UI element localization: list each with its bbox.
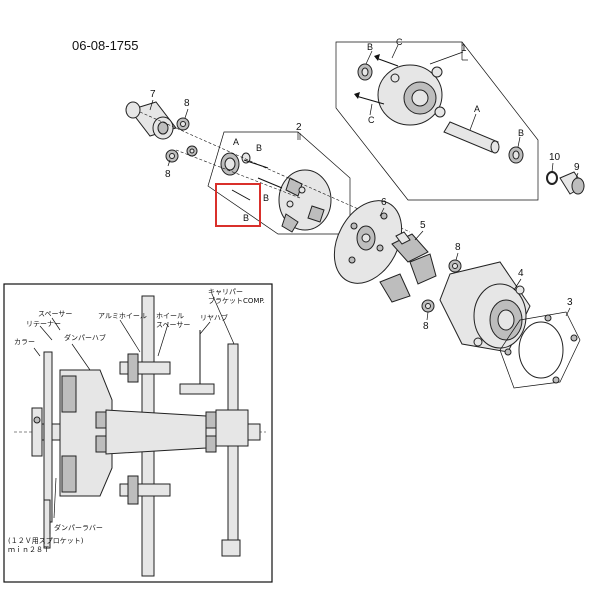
part-8-nut-right-upper xyxy=(448,259,462,273)
part-number-8b: 8 xyxy=(165,169,171,180)
part-number-1: 1 xyxy=(461,43,467,54)
part-number-leaders xyxy=(149,99,579,321)
doc-number: 06-08-1755 xyxy=(72,38,139,53)
callout-c: C xyxy=(396,37,403,47)
part-2-damper-hub xyxy=(207,131,351,235)
part-3-gasket xyxy=(499,311,581,389)
part-1-hub-assembly xyxy=(335,41,539,201)
label-wheel-spacer-line1: ホイール xyxy=(156,312,184,320)
callout-b: B xyxy=(518,128,524,138)
part-8-nut-lower xyxy=(165,149,179,163)
label-damper-rubber: ダンパーラバー xyxy=(54,523,103,532)
label-collar: カラー xyxy=(14,338,35,346)
inset-cross-section xyxy=(3,283,273,583)
part-10-circlip xyxy=(546,171,558,185)
label-aluminum-wheel: アルミホイール xyxy=(98,312,147,320)
callout-letters: B C A B C A B B B xyxy=(233,37,524,223)
part-number-labels: 1 2 3 4 5 6 7 8 8 8 8 9 10 xyxy=(150,43,580,332)
inset-labels: スペーサー リテーナー アルミホイール ホイール スペーサー ダンパーハブ リヤ… xyxy=(8,288,265,554)
part-number-4: 4 xyxy=(518,268,524,279)
label-damper-hub: ダンパーハブ xyxy=(64,333,106,342)
callout-b: B xyxy=(256,143,262,153)
part-number-8a: 8 xyxy=(184,98,190,109)
callout-a: A xyxy=(233,137,239,147)
callout-a: A xyxy=(474,104,480,114)
part-8-nut-upper xyxy=(176,117,190,131)
part-number-3: 3 xyxy=(567,297,573,308)
callout-b: B xyxy=(263,193,269,203)
label-sprocket-note-line1: (１２Ｖ用スプロケット) xyxy=(8,537,84,545)
part-number-7: 7 xyxy=(150,89,156,100)
part-9-cap xyxy=(559,171,585,195)
part-5-damper-rubber xyxy=(379,231,437,303)
part-number-10: 10 xyxy=(549,152,561,163)
part-8-nut-right-lower xyxy=(421,299,435,313)
label-retainer: リテーナー xyxy=(26,320,61,328)
part-6-disk xyxy=(333,200,403,284)
callout-b: B xyxy=(367,42,373,52)
highlight-box xyxy=(215,183,261,227)
callout-b: B xyxy=(243,213,249,223)
label-rear-hub: リヤハブ xyxy=(200,313,228,322)
part-8-washer xyxy=(186,145,198,157)
part-number-8d: 8 xyxy=(423,321,429,332)
part-number-5: 5 xyxy=(420,220,426,231)
label-sprocket-note-line2: ｍｉｎ２８Ｔ xyxy=(8,546,50,554)
part-number-8c: 8 xyxy=(455,242,461,253)
label-caliper-bracket-line1: キャリパー xyxy=(208,288,243,296)
label-caliper-bracket-line2: ブラケットCOMP. xyxy=(208,296,265,305)
label-wheel-spacer-line2: スペーサー xyxy=(156,321,190,329)
inset-leaders xyxy=(33,293,235,371)
part-number-6: 6 xyxy=(381,197,387,208)
callout-c: C xyxy=(368,115,375,125)
part-number-9: 9 xyxy=(574,162,580,173)
part-4-rear-hub xyxy=(439,261,531,353)
part-number-2: 2 xyxy=(296,122,302,133)
label-spacer: スペーサー xyxy=(38,310,72,318)
